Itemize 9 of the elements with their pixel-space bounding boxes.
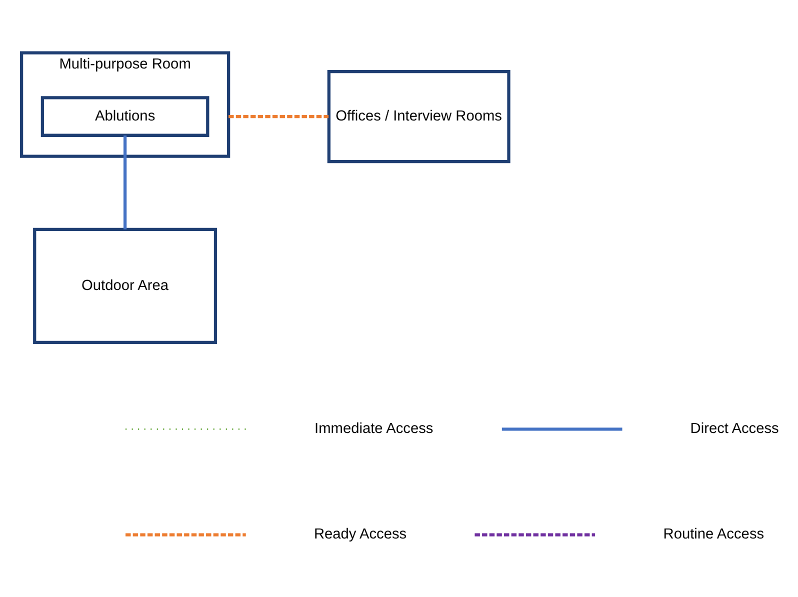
legend-label: Ready Access bbox=[313, 526, 406, 542]
connector bbox=[122, 135, 126, 229]
node-box: Offices / Interview Rooms bbox=[326, 70, 510, 163]
connector bbox=[228, 114, 328, 118]
legend-label: Routine Access bbox=[662, 526, 764, 542]
legend-label: Direct Access bbox=[690, 420, 778, 437]
node-box: Outdoor Area bbox=[32, 227, 217, 344]
legend-label: Immediate Access bbox=[314, 420, 433, 437]
node-box: Ablutions bbox=[40, 96, 209, 136]
